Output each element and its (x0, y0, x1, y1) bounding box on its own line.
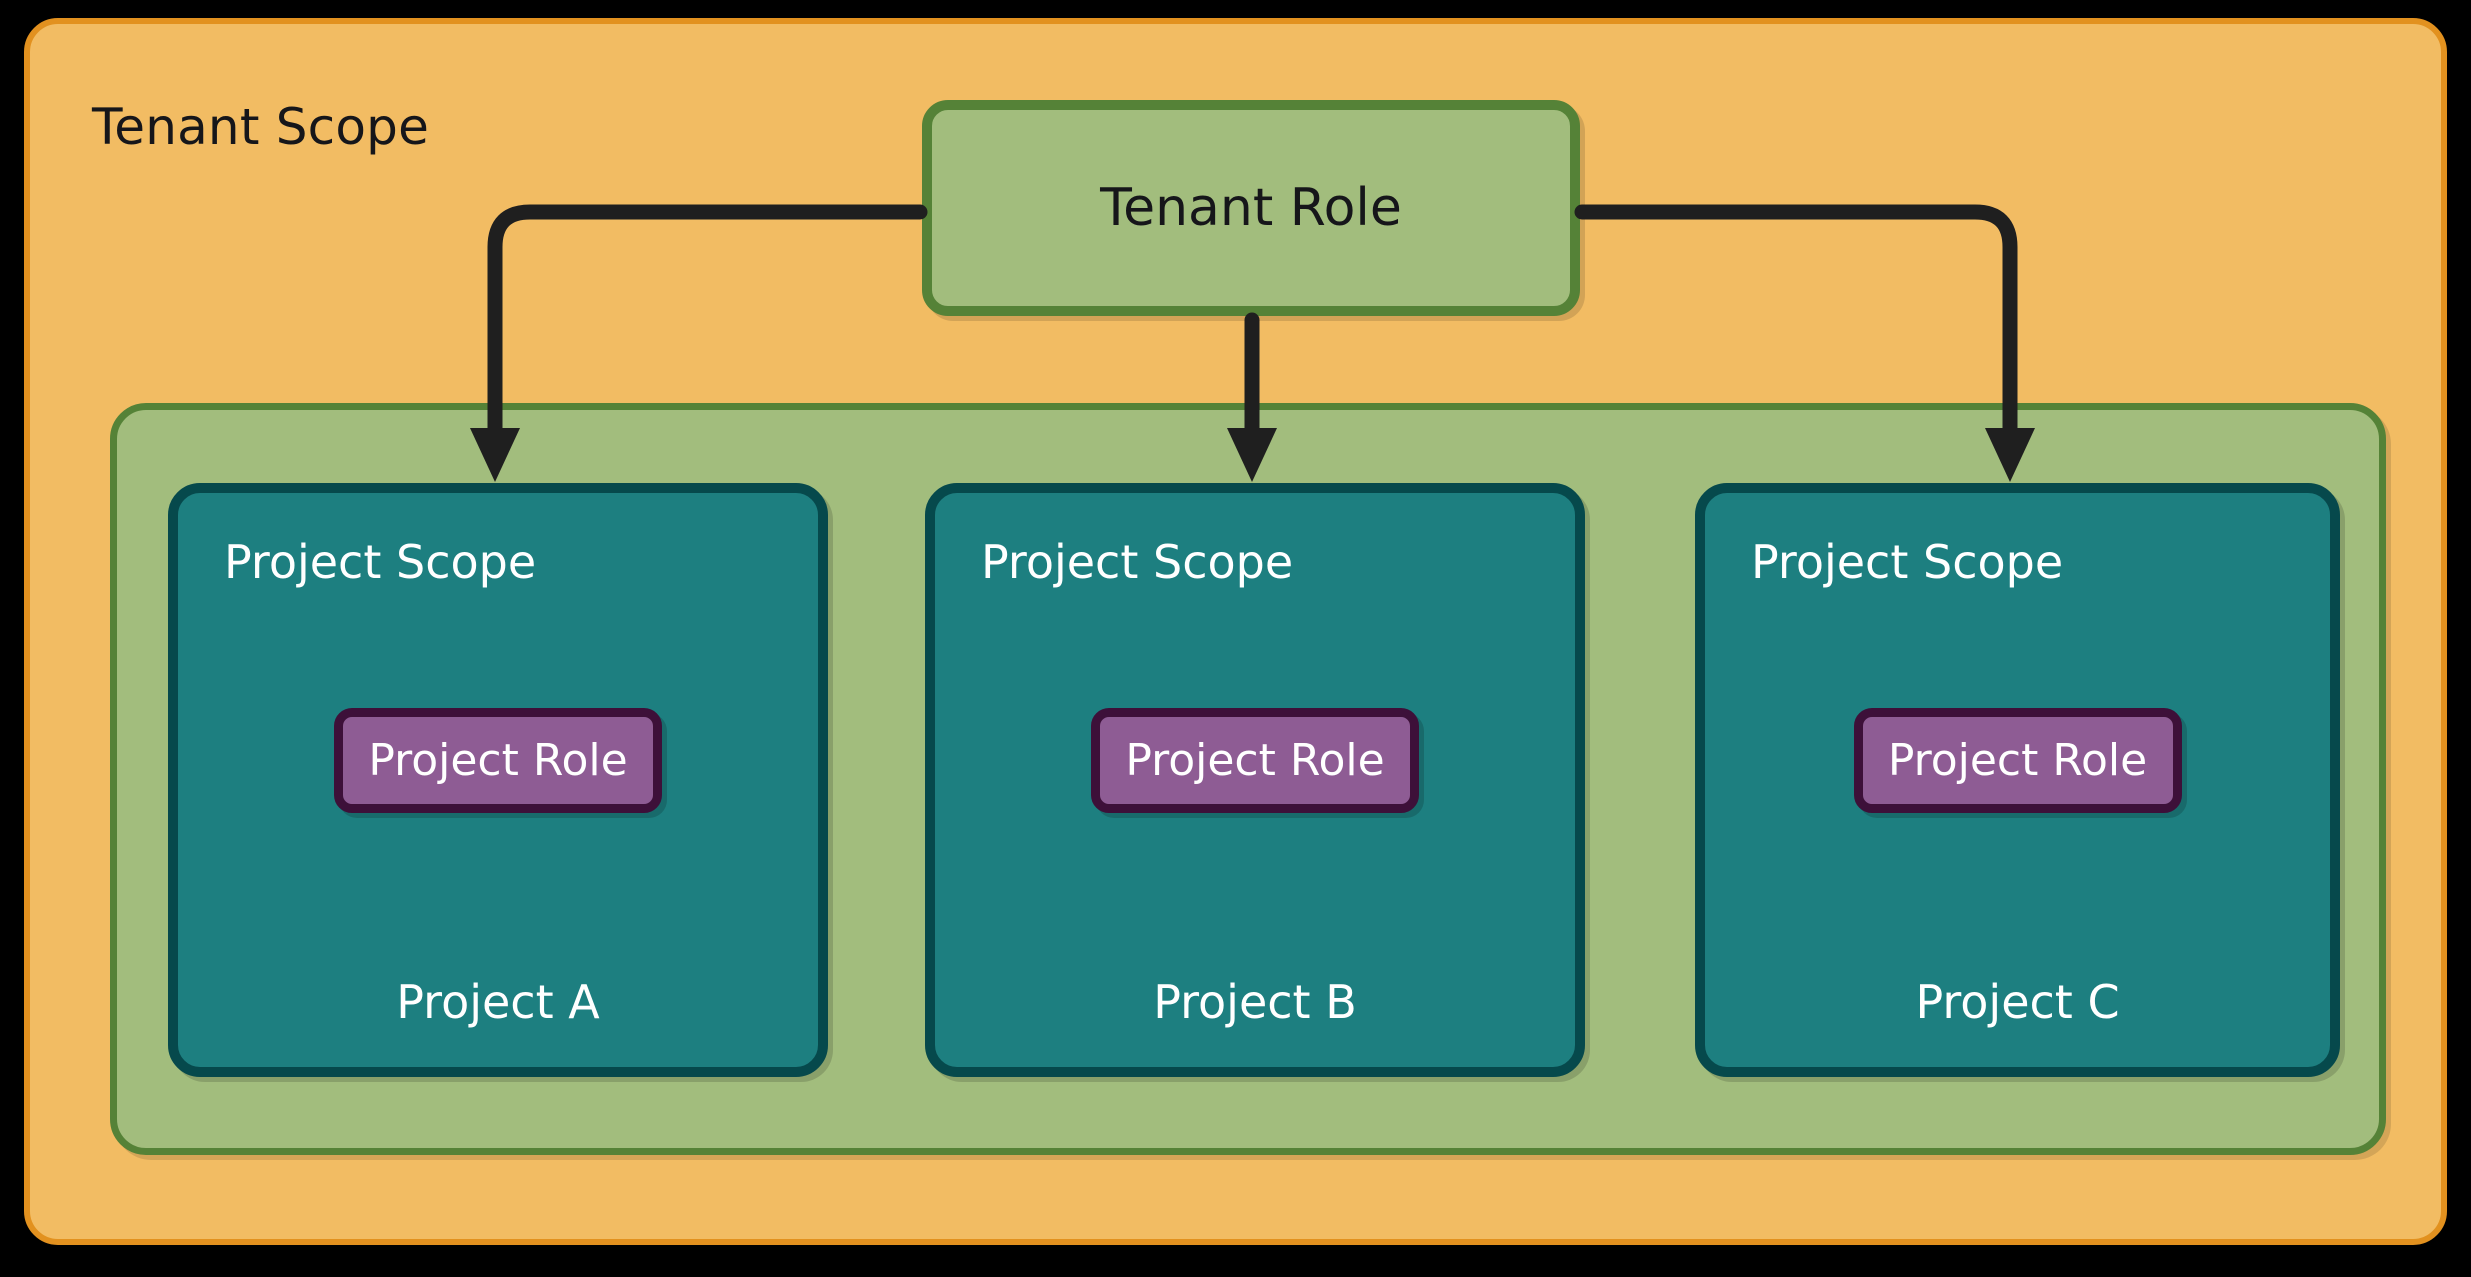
project-scope-label: Project Scope (1751, 535, 2064, 589)
project-scope-a[interactable]: Project Scope Project Role Project A (168, 483, 828, 1077)
project-name-label: Project A (396, 975, 600, 1029)
project-scope-b[interactable]: Project Scope Project Role Project B (925, 483, 1585, 1077)
project-role-label: Project Role (1125, 735, 1385, 786)
project-name-label: Project C (1915, 975, 2120, 1029)
project-scope-label: Project Scope (224, 535, 537, 589)
project-role-label: Project Role (368, 735, 628, 786)
project-role-c[interactable]: Project Role (1853, 708, 2182, 813)
project-role-b[interactable]: Project Role (1091, 708, 1419, 813)
tenant-role-node[interactable]: Tenant Role (922, 100, 1580, 316)
project-scope-c[interactable]: Project Scope Project Role Project C (1695, 483, 2340, 1077)
project-scope-label: Project Scope (981, 535, 1294, 589)
project-role-label: Project Role (1887, 735, 2148, 786)
project-role-a[interactable]: Project Role (334, 708, 662, 813)
project-name-label: Project B (1153, 975, 1357, 1029)
tenant-scope-label: Tenant Scope (92, 98, 430, 156)
tenant-role-label: Tenant Role (1100, 178, 1402, 238)
